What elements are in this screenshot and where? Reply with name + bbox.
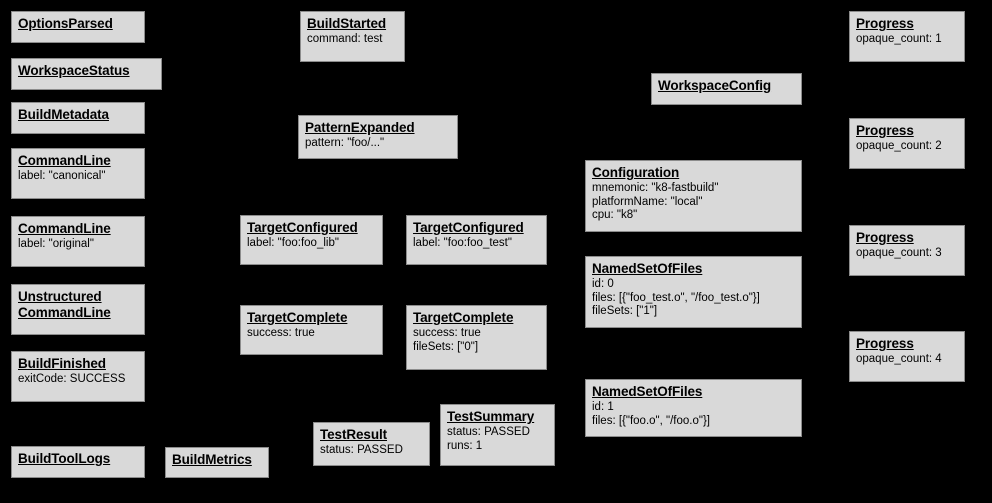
node-test-result[interactable]: TestResult status: PASSED	[313, 422, 430, 466]
node-build-tool-logs[interactable]: BuildToolLogs	[11, 446, 145, 478]
node-field: status: PASSED	[320, 444, 403, 456]
node-field-list: opaque_count: 2	[856, 140, 958, 154]
node-field: success: true	[247, 327, 315, 339]
node-field-list: mnemonic: "k8-fastbuild"platformName: "l…	[592, 182, 795, 223]
node-field: exitCode: SUCCESS	[18, 373, 126, 385]
node-workspace-config[interactable]: WorkspaceConfig	[651, 73, 802, 105]
node-progress-2[interactable]: Progress opaque_count: 2	[849, 118, 965, 169]
node-title: TargetConfigured	[247, 220, 358, 235]
node-field-list: opaque_count: 1	[856, 33, 958, 47]
node-field: pattern: "foo/..."	[305, 137, 385, 149]
node-field-list: pattern: "foo/..."	[305, 137, 451, 151]
node-field-list: opaque_count: 3	[856, 247, 958, 261]
node-unstructured-command-line[interactable]: Unstructured CommandLine	[11, 284, 145, 335]
node-configuration[interactable]: Configuration mnemonic: "k8-fastbuild"pla…	[585, 160, 802, 232]
node-field-list: label: "original"	[18, 238, 138, 252]
node-build-metadata[interactable]: BuildMetadata	[11, 102, 145, 134]
node-field: fileSets: ["1"]	[592, 305, 658, 317]
node-command-line-canonical[interactable]: CommandLine label: "canonical"	[11, 148, 145, 199]
node-title: Progress	[856, 230, 914, 245]
node-options-parsed[interactable]: OptionsParsed	[11, 11, 145, 43]
node-target-configured-foo-lib[interactable]: TargetConfigured label: "foo:foo_lib"	[240, 215, 383, 265]
node-field: runs: 1	[447, 439, 483, 452]
node-field: fileSets: ["0"]	[413, 340, 479, 353]
node-field: command: test	[307, 33, 383, 45]
node-title: WorkspaceConfig	[658, 78, 772, 93]
node-workspace-status[interactable]: WorkspaceStatus	[11, 58, 162, 90]
node-field: success: true	[413, 327, 481, 339]
node-title: TestResult	[320, 427, 388, 442]
node-field: mnemonic: "k8-fastbuild"	[592, 182, 719, 194]
node-field: label: "foo:foo_test"	[413, 237, 512, 249]
node-field-list: label: "foo:foo_test"	[413, 237, 540, 251]
node-title: Progress	[856, 16, 914, 31]
node-field: label: "original"	[18, 238, 94, 250]
node-target-complete-foo-lib[interactable]: TargetComplete success: true	[240, 305, 383, 355]
node-field: cpu: "k8"	[592, 209, 638, 221]
node-title: Progress	[856, 123, 914, 138]
node-build-metrics[interactable]: BuildMetrics	[165, 447, 269, 478]
node-field-list: label: "foo:foo_lib"	[247, 237, 376, 251]
node-field-list: exitCode: SUCCESS	[18, 373, 138, 387]
node-field-list: success: true	[247, 327, 376, 341]
node-build-finished[interactable]: BuildFinished exitCode: SUCCESS	[11, 351, 145, 402]
node-field-list: command: test	[307, 33, 398, 47]
node-title: NamedSetOfFiles	[592, 384, 703, 399]
node-title: CommandLine	[18, 221, 111, 236]
node-progress-1[interactable]: Progress opaque_count: 1	[849, 11, 965, 62]
node-field: id: 0	[592, 278, 614, 290]
node-title: NamedSetOfFiles	[592, 261, 703, 276]
node-field: opaque_count: 3	[856, 247, 942, 259]
node-pattern-expanded[interactable]: PatternExpanded pattern: "foo/..."	[298, 115, 458, 159]
node-target-configured-foo-test[interactable]: TargetConfigured label: "foo:foo_test"	[406, 215, 547, 265]
node-command-line-original[interactable]: CommandLine label: "original"	[11, 216, 145, 267]
node-progress-3[interactable]: Progress opaque_count: 3	[849, 225, 965, 276]
node-title: TargetComplete	[247, 310, 348, 325]
node-title: BuildToolLogs	[18, 451, 111, 466]
node-title: BuildStarted	[307, 16, 387, 31]
node-field: id: 1	[592, 401, 614, 413]
node-title: OptionsParsed	[18, 16, 113, 31]
node-field: platformName: "local"	[592, 195, 703, 208]
node-field: label: "foo:foo_lib"	[247, 237, 339, 249]
node-title: Progress	[856, 336, 914, 351]
node-title: BuildFinished	[18, 356, 106, 371]
node-title: Unstructured CommandLine	[18, 289, 111, 320]
node-title: WorkspaceStatus	[18, 63, 130, 78]
node-title: PatternExpanded	[305, 120, 415, 135]
node-field: opaque_count: 1	[856, 33, 942, 45]
node-field-list: status: PASSED	[320, 444, 423, 458]
node-field-list: opaque_count: 4	[856, 353, 958, 367]
node-field: files: [{"foo.o", "/foo.o"}]	[592, 414, 710, 427]
node-field: label: "canonical"	[18, 170, 106, 182]
node-field: opaque_count: 4	[856, 353, 942, 365]
node-title: TestSummary	[447, 409, 535, 424]
node-title: BuildMetrics	[172, 452, 252, 467]
node-build-started[interactable]: BuildStarted command: test	[300, 11, 405, 62]
node-field-list: label: "canonical"	[18, 170, 138, 184]
node-title: CommandLine	[18, 153, 111, 168]
node-field: files: [{"foo_test.o", "/foo_test.o"}]	[592, 291, 760, 304]
node-title: TargetConfigured	[413, 220, 524, 235]
node-progress-4[interactable]: Progress opaque_count: 4	[849, 331, 965, 382]
node-title: BuildMetadata	[18, 107, 109, 122]
node-field: opaque_count: 2	[856, 140, 942, 152]
node-title: TargetComplete	[413, 310, 514, 325]
node-title: Configuration	[592, 165, 680, 180]
node-field: status: PASSED	[447, 426, 530, 438]
